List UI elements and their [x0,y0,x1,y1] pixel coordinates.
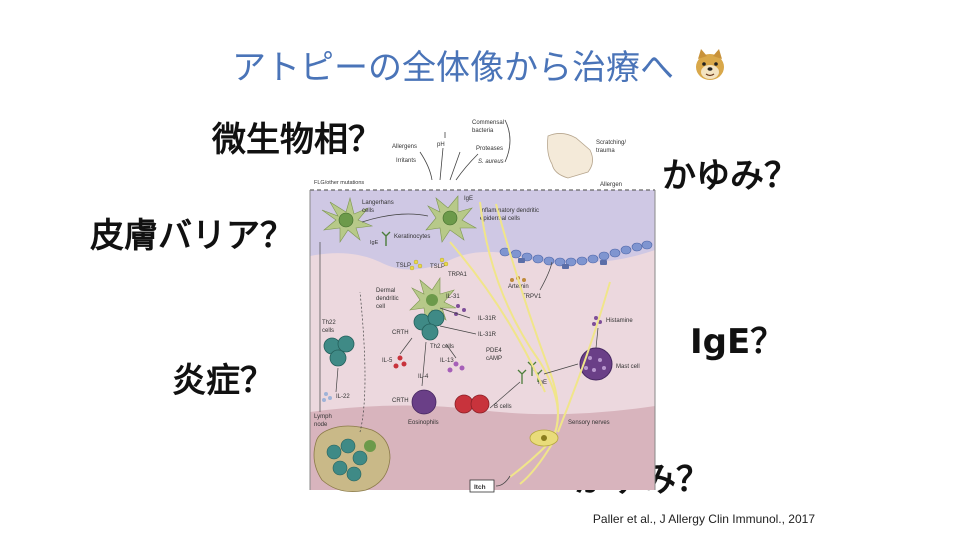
label-sensory-nerves: Sensory nerves [568,420,610,426]
title-wrap: アトピーの全体像から治療へ [232,40,728,89]
th2-cells [413,309,445,341]
environmental-arrows [419,119,511,181]
label-crth2: CRTH [392,330,409,336]
mast-cell-granules [584,356,606,372]
th22-cells [323,335,355,367]
label-th22-cells: cells [322,328,334,334]
sensory-nerve-fibers [449,201,611,485]
label-irritants: Irritants [396,158,416,164]
label-commensal: Commensal [472,120,504,126]
itch-box [469,479,495,493]
deep-dermis-layer [310,405,655,490]
label-proteases: Proteases [476,146,503,152]
label-ph: pH [437,142,445,148]
pathway-arrows [319,213,599,433]
label-il31r: IL-31R [478,316,497,322]
label-histamine: Histamine [606,318,633,324]
label-crth2-b: CRTH [392,398,409,404]
b-cells [454,394,490,414]
tslp-cytokine-dots [409,257,449,271]
label-itch: Itch [474,484,486,491]
dermal-dendritic-cell [409,277,457,323]
il22-cytokine-dots [322,392,332,402]
inflammatory-dendritic-cell [425,195,478,243]
langerhans-cell [321,196,374,243]
label-langerhans-cells: cells [362,208,374,214]
question-microbiome: 微生物相？ [212,120,382,160]
itch-arrow [495,475,511,487]
label-mast-cell: Mast cell [616,364,640,370]
label-flg: FLG/other mutations [314,180,364,186]
label-node: node [314,422,328,428]
label-ige-top: IgE [464,196,473,202]
il13-cytokine-dots [447,361,465,373]
mast-cell [579,347,613,381]
label-b-cells: B cells [494,404,512,410]
question-ige: IgE？ [690,322,785,362]
label-eosinophils: Eosinophils [408,420,439,426]
label-camp: cAMP [486,356,502,362]
scratching-hand-icon [547,133,593,179]
label-ige-receptor: IgE [370,240,379,246]
label-dermal: Dermal [376,288,395,294]
slide-title-row: アトピーの全体像から治療へ [0,40,960,89]
question-inflammation: 炎症？ [172,361,274,401]
label-il5: IL-5 [382,358,393,364]
label-scratching: Scratching/ [596,140,626,146]
label-tslp: TSLP [396,263,411,269]
il5-cytokine-dots [393,355,407,369]
label-bacteria: bacteria [472,128,494,134]
label-th22: Th22 [322,320,336,326]
label-lymph: Lymph [314,414,332,420]
label-il22: IL-22 [336,394,350,400]
aa-receptor-tags [518,258,607,269]
label-allergen: Allergen [600,182,622,188]
label-trauma: trauma [596,148,615,154]
epidermis-layer [310,190,655,270]
label-il13: IL-13 [440,358,454,364]
nerve-nucleus [541,435,547,441]
atopic-dermatitis-pathway-figure: Allergens Irritants pH Commensal bacteri… [309,119,656,493]
label-langerhans: Langerhans [362,200,394,206]
question-itch-top: かゆみ？ [662,156,798,196]
label-tslp-2: TSLP [430,264,445,270]
basal-keratinocyte-row [499,240,653,267]
label-trpa1: TRPA1 [448,272,468,278]
ige-antibody-icon [381,231,391,246]
label-dendritic: dendritic [376,296,399,302]
citation: Paller et al., J Allergy Clin Immunol., … [592,512,815,526]
label-il31r-2: IL-31R [478,332,497,338]
label-keratinocytes: Keratinocytes [394,234,430,240]
doge-emoji-icon [696,48,724,80]
label-trpv1: TRPV1 [522,294,542,300]
label-pde4: PDE4 [486,348,502,354]
label-artemin: Artemin [508,284,529,290]
question-skin-barrier: 皮膚バリア？ [90,216,294,256]
lymph-node [313,425,391,493]
label-dendritic-cell: cell [376,304,385,310]
label-th2-cells: Th2 cells [430,344,454,350]
slide-title: アトピーの全体像から治療へ [232,48,674,88]
label-il31: IL-31 [446,294,460,300]
label-s-aureus: S. aureus [478,159,504,165]
eosinophil-cell [411,389,437,415]
label-allergens: Allergens [392,144,417,150]
label-ige-middle: IgE [538,380,547,386]
label-il4: IL-4 [418,374,429,380]
label-inflammatory-dendritic: Inflammatory dendritic [480,208,539,214]
